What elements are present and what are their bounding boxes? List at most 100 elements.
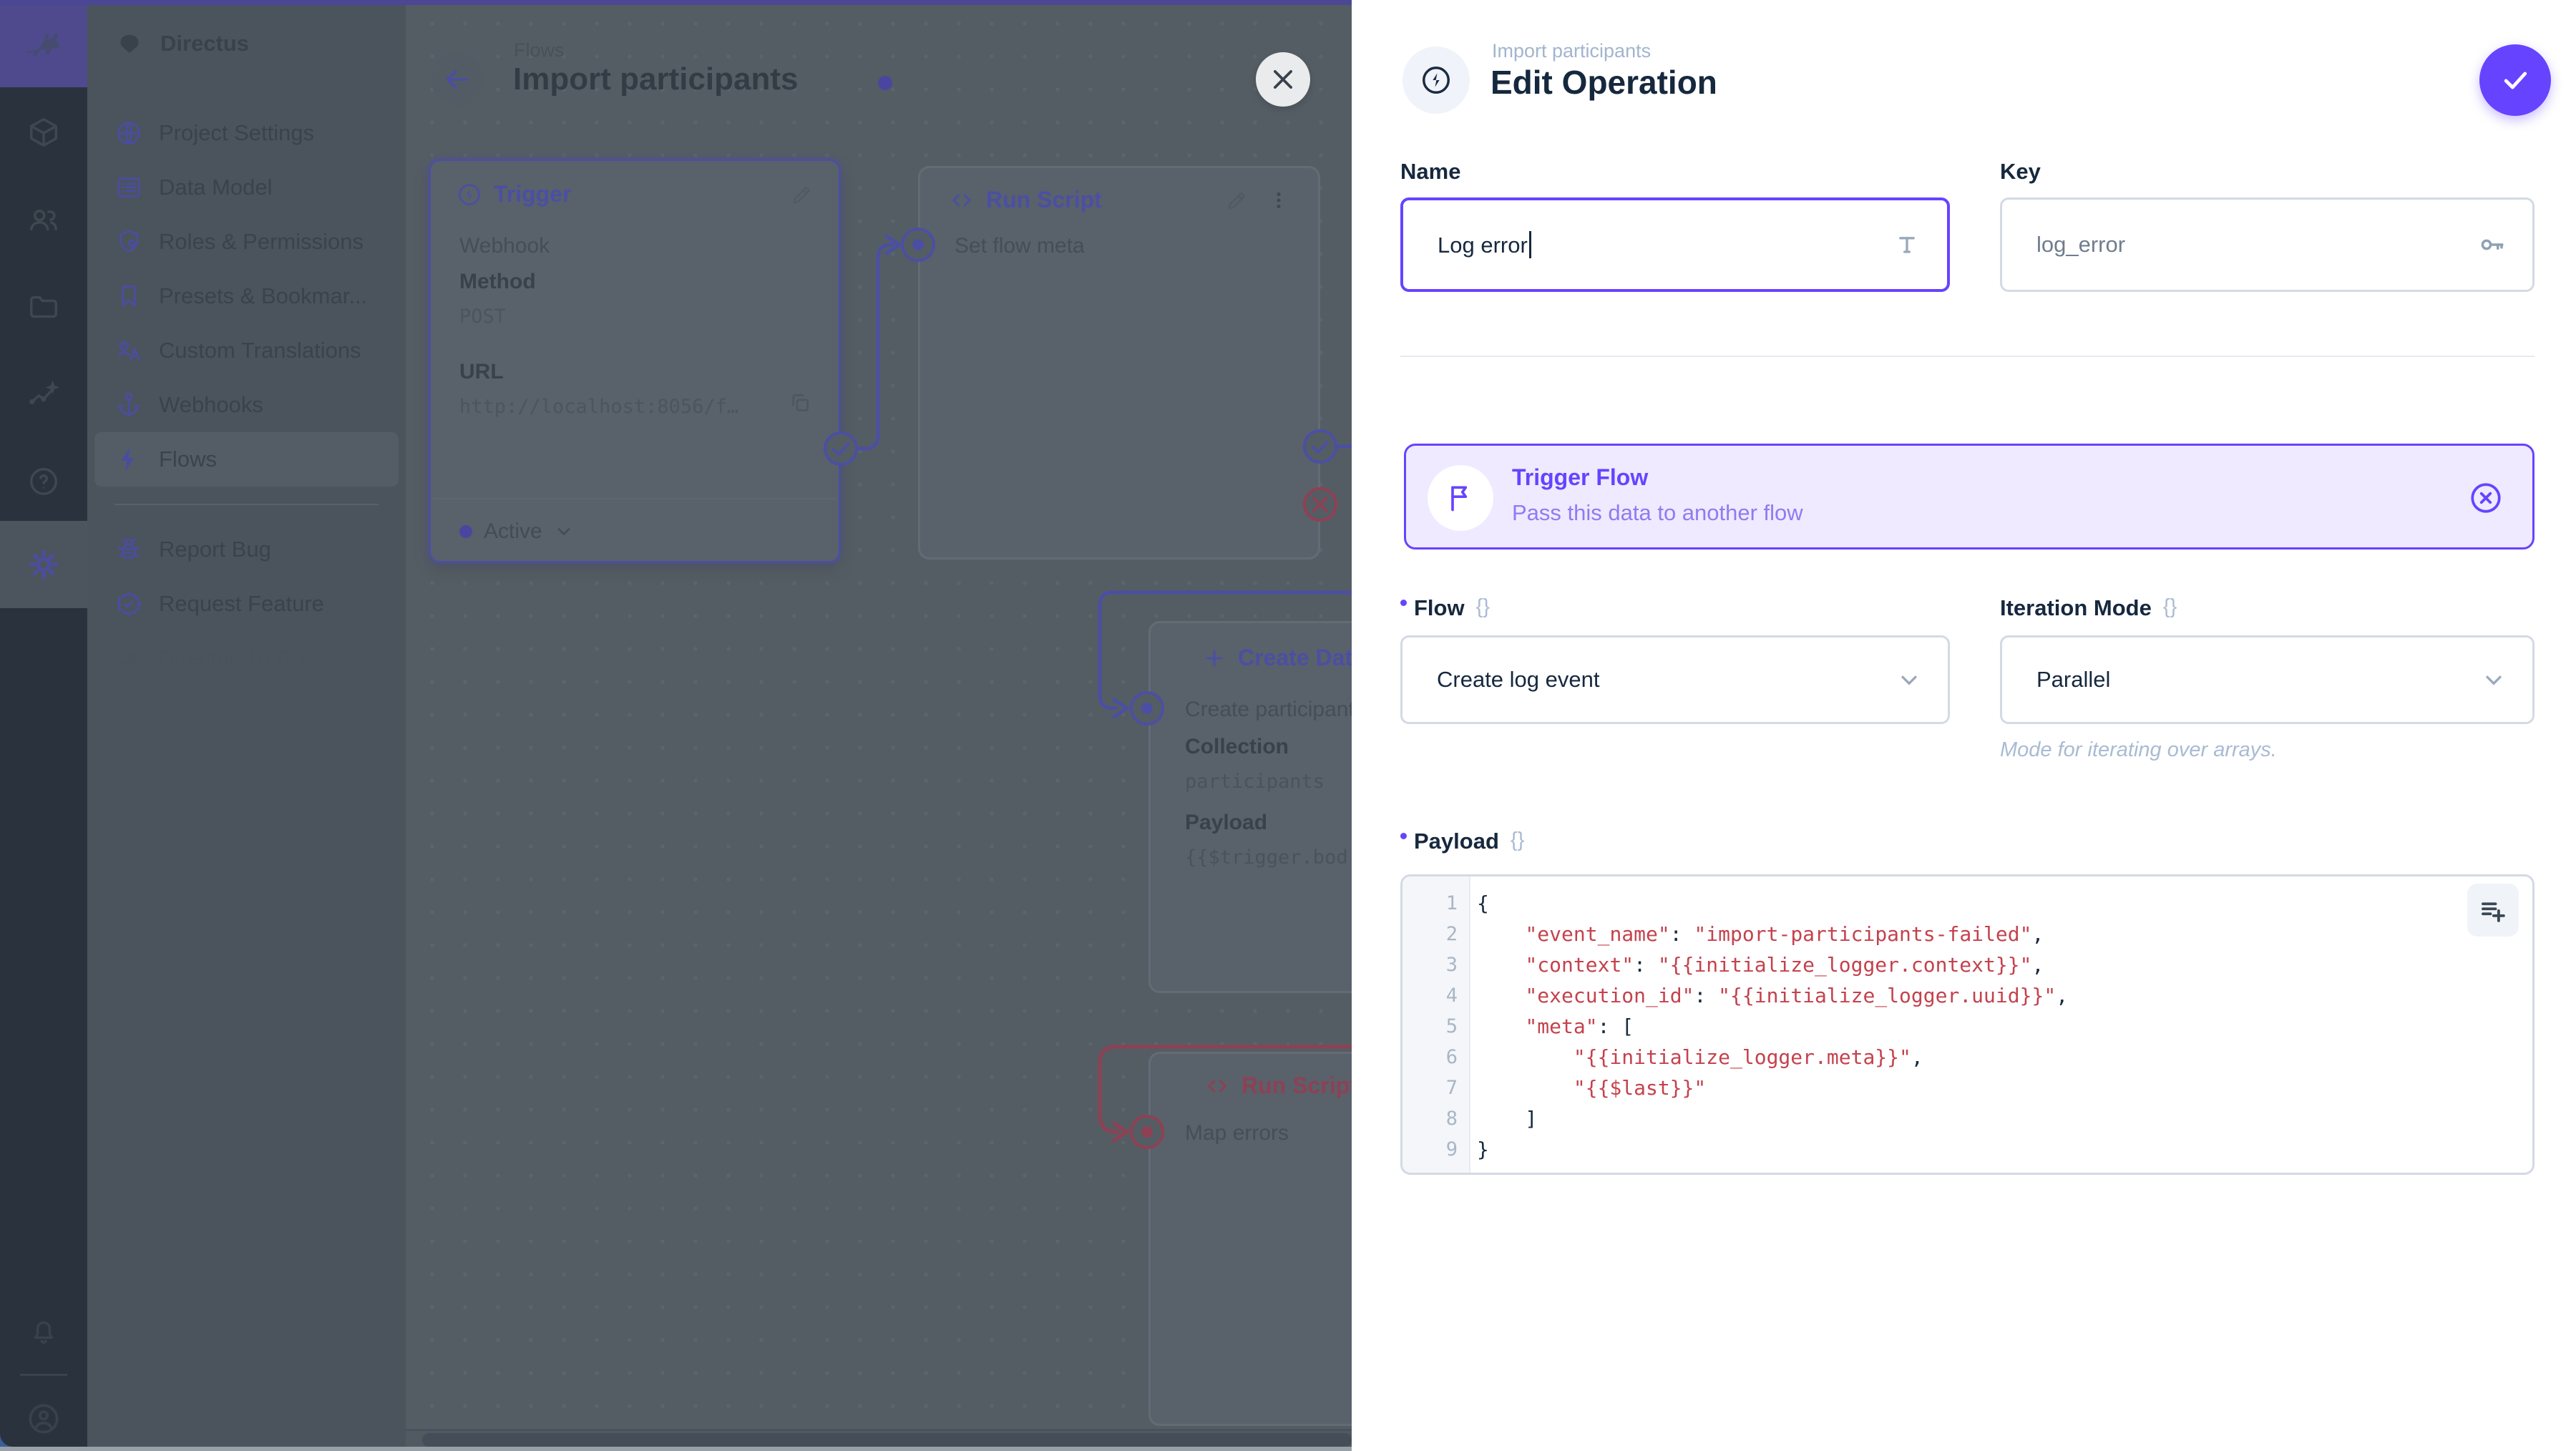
notifications-button[interactable] (0, 1287, 87, 1374)
sidebar-item-label: Project Settings (159, 120, 315, 145)
text-cursor (1528, 231, 1531, 258)
trigger-flow-card[interactable]: Trigger Flow Pass this data to another f… (1404, 444, 2534, 549)
status-toggle[interactable]: Active (459, 519, 574, 544)
badge-check-icon (114, 590, 143, 618)
sidebar-item-request-feature[interactable]: Request Feature (87, 577, 406, 631)
save-button[interactable] (2479, 44, 2551, 116)
sidebar-item-label: Presets & Bookmar... (159, 283, 368, 308)
method-label: Method (459, 270, 536, 293)
copy-icon (789, 391, 811, 414)
list-alt-icon (114, 173, 143, 202)
run-script-panel[interactable]: Run Script Set flow meta (918, 166, 1320, 560)
bug-icon (114, 535, 143, 564)
user-menu-button[interactable] (0, 1375, 87, 1451)
check-icon (2499, 64, 2531, 96)
sidebar-version: Directus 10.6.1 (87, 631, 406, 685)
sidebar-item-custom-translations[interactable]: Custom Translations (87, 323, 406, 378)
sidebar-item-report-bug[interactable]: Report Bug (87, 522, 406, 577)
sidebar-item-label: Webhooks (159, 392, 263, 417)
pencil-icon (1225, 188, 1249, 212)
operation-name: Set flow meta (955, 234, 1085, 258)
sidebar-item-label: Roles & Permissions (159, 229, 364, 254)
back-button[interactable] (431, 53, 484, 106)
module-bar (0, 0, 87, 1447)
key-input[interactable]: log_error (2000, 197, 2534, 292)
module-insights-button[interactable] (0, 351, 87, 438)
chevron-down-icon (1896, 667, 1922, 693)
trigger-type: Webhook (459, 234, 550, 258)
translate-icon (114, 336, 143, 365)
gear-icon (27, 548, 60, 581)
globe-icon (114, 119, 143, 147)
panel-edit-button[interactable] (1225, 188, 1249, 212)
insights-sparkline-icon (27, 378, 60, 411)
scrollbar-thumb[interactable] (422, 1433, 1352, 1447)
url-value: http://localhost:8056/f… (459, 396, 739, 418)
sidebar-item-webhooks[interactable]: Webhooks (87, 378, 406, 432)
sidebar-item-label: Report Bug (159, 537, 271, 562)
shield-user-icon (114, 228, 143, 256)
iteration-mode-select[interactable]: Parallel (2000, 635, 2534, 724)
title-icon (1893, 230, 1921, 259)
edit-operation-drawer: Import participants Edit Operation Name … (1352, 0, 2576, 1451)
anchor-runscript-reject (1303, 487, 1337, 522)
iteration-note: Mode for iterating over arrays. (2000, 738, 2277, 761)
payload-code[interactable]: { "event_name": "import-participants-fai… (1477, 891, 2069, 1161)
name-input[interactable]: Log error (1400, 197, 1950, 292)
module-files-button[interactable] (0, 263, 87, 351)
chevron-down-icon (554, 522, 574, 542)
code-icon (949, 187, 975, 213)
map-errors-panel[interactable]: Run Script Map errors (1148, 1052, 1352, 1426)
copy-url-button[interactable] (789, 391, 811, 414)
unsaved-dot (878, 76, 892, 90)
module-help-button[interactable] (0, 438, 87, 525)
anchor-trigger-resolve (824, 431, 858, 466)
create-data-panel[interactable]: Create Data Create participant Collectio… (1148, 621, 1352, 993)
settings-nav: Directus Project Settings Data Model Rol… (87, 0, 406, 1447)
sidebar-item-data-model[interactable]: Data Model (87, 160, 406, 215)
cube-icon (27, 116, 60, 149)
sidebar-item-label: Data Model (159, 175, 273, 200)
panel-menu-button[interactable] (1267, 188, 1291, 212)
sidebar-item-project-settings[interactable]: Project Settings (87, 106, 406, 160)
key-value: log_error (2036, 232, 2126, 257)
playlist-add-button[interactable] (2467, 884, 2519, 937)
status-label: Active (484, 519, 542, 543)
flag-icon (1445, 482, 1476, 514)
flow-canvas[interactable]: Flows Import participants Trigger Webhoo… (406, 0, 1352, 1447)
module-settings-button[interactable] (0, 521, 87, 608)
arrow-left-icon (443, 65, 472, 94)
sidebar-item-label: Flows (159, 446, 217, 472)
flow-label-row: Flow {} (1400, 595, 1490, 621)
folder-icon (27, 290, 60, 323)
trigger-panel[interactable]: Trigger Webhook Method POST URL http://l… (429, 159, 841, 563)
raw-value-icon[interactable]: {} (2162, 595, 2177, 618)
raw-value-icon[interactable]: {} (1475, 595, 1490, 618)
module-users-button[interactable] (0, 176, 87, 263)
module-content-button[interactable] (0, 89, 87, 176)
panel-title: Run Script (986, 187, 1102, 212)
operation-name: Create participant (1185, 698, 1352, 721)
remove-card-button[interactable] (2468, 480, 2504, 516)
raw-value-icon[interactable]: {} (1510, 829, 1525, 851)
sidebar-item-presets-bookmarks[interactable]: Presets & Bookmar... (87, 269, 406, 323)
sidebar-item-roles-permissions[interactable]: Roles & Permissions (87, 215, 406, 269)
project-header[interactable]: Directus (87, 0, 406, 87)
close-button[interactable] (1256, 52, 1310, 107)
panel-edit-button[interactable] (790, 182, 814, 207)
anchor-createdata-input (1130, 691, 1164, 726)
user-circle-icon (25, 1400, 62, 1437)
flow-select[interactable]: Create log event (1400, 635, 1950, 724)
anchor-icon (114, 391, 143, 419)
operation-name: Map errors (1185, 1121, 1289, 1145)
payload-label: Payload (1185, 811, 1268, 834)
breadcrumb[interactable]: Flows (514, 39, 565, 61)
anchor-runscript-resolve (1303, 429, 1337, 464)
panel-title: Trigger (494, 181, 572, 207)
sidebar-item-flows[interactable]: Flows (94, 432, 399, 487)
bottom-edge-line (79, 1447, 1352, 1451)
flow-connectors (824, 228, 1352, 1149)
close-icon (1269, 66, 1297, 93)
directus-logo-tile[interactable] (0, 0, 87, 87)
